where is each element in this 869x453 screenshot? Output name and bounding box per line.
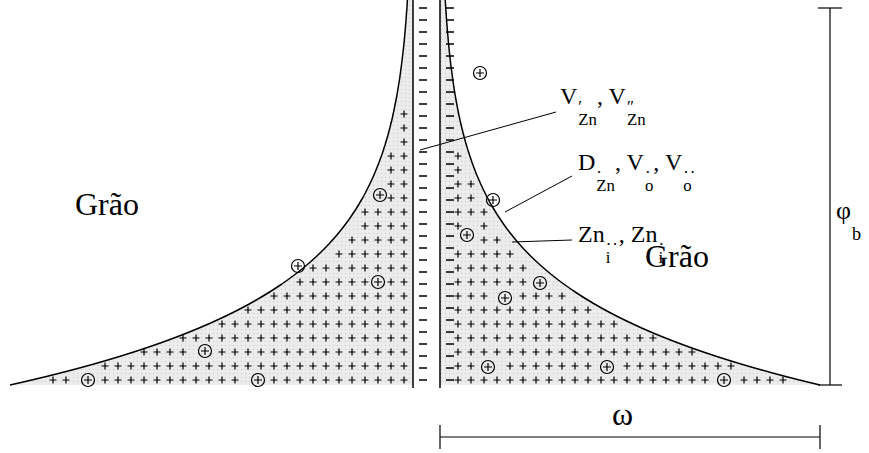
- region-label: Zn··i, Zn·i: [578, 222, 665, 265]
- leader-line: [505, 176, 572, 212]
- dimension-line: [829, 8, 830, 385]
- leader-line: [512, 240, 572, 242]
- region-label: φb: [836, 198, 861, 243]
- boundary-line: [439, 0, 441, 388]
- region-label: Grão: [75, 188, 139, 220]
- region-label: ω: [612, 398, 633, 430]
- barrier-curve: [445, 0, 820, 385]
- dimension-tick: [819, 425, 820, 449]
- positive-charges: [50, 111, 787, 384]
- boundary-line: [412, 0, 414, 388]
- circled-charge-sign: [84, 69, 728, 384]
- negative-charges: [419, 8, 454, 380]
- dimension-tick: [818, 384, 842, 385]
- region-label: V′Zn, V″Zn: [560, 84, 646, 127]
- circled-charges: [82, 67, 731, 387]
- barrier-curve: [10, 0, 407, 385]
- leader-line: [420, 112, 556, 150]
- dimension-line: [440, 436, 820, 437]
- region-label: D·Zn, V·o, V··o: [578, 150, 696, 193]
